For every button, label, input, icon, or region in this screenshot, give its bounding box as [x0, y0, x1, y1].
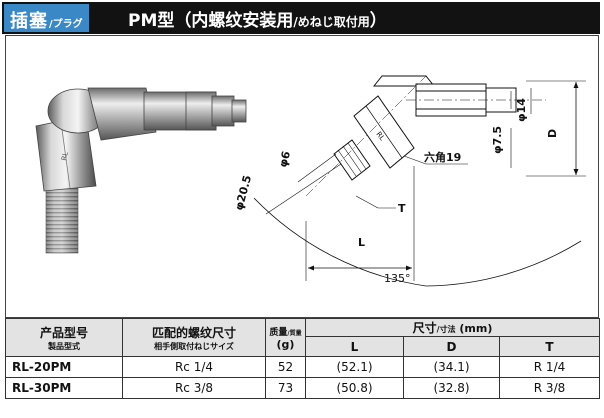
label-hex: 六角19	[424, 150, 461, 164]
cell-thread: Rc 3/8	[122, 377, 266, 399]
label-l: L	[358, 236, 365, 249]
label-dia7-5: φ7.5	[491, 126, 504, 154]
header-mass: 质量/質量 (g)	[265, 318, 306, 357]
cell-d: (34.1)	[403, 356, 500, 378]
header-t: T	[498, 336, 601, 357]
cell-l: (52.1)	[305, 356, 404, 378]
title-close: ）	[369, 11, 387, 31]
header-dimensions: 尺寸/寸法 (mm)	[304, 318, 601, 337]
cell-thread: Rc 1/4	[122, 356, 266, 378]
cell-mass: 73	[265, 377, 306, 399]
page-title: PM型（内螺纹安装用 /めねじ取付用 ）	[128, 6, 387, 31]
cell-d: (32.8)	[403, 377, 500, 399]
table-row: RL-20PM Rc 1/4 52 (52.1) (34.1) R 1/4	[5, 356, 601, 378]
category-main: 插塞	[10, 11, 48, 32]
label-d: D	[546, 129, 559, 138]
header-d: D	[403, 336, 500, 357]
cell-model: RL-20PM	[5, 356, 123, 378]
cell-mass: 52	[265, 356, 306, 378]
category-sub: /プラグ	[49, 19, 83, 30]
header-l: L	[305, 336, 404, 357]
label-angle: 135°	[384, 272, 411, 285]
cell-l: (50.8)	[305, 377, 404, 399]
title-sub: /めねじ取付用	[293, 15, 370, 29]
technical-drawing: RL	[253, 75, 586, 287]
label-dia14: φ14	[515, 98, 528, 122]
fitting-photo: RL	[35, 87, 247, 254]
title-main: PM型（内螺纹安装用	[128, 11, 294, 31]
spec-table: 产品型号 製品型式 匹配的螺纹尺寸 相手側取付ねじサイズ 质量/質量 (g) 尺…	[5, 318, 601, 399]
svg-text:RL: RL	[374, 130, 386, 142]
svg-text:RL: RL	[60, 151, 70, 161]
category-tag: 插塞 /プラグ	[4, 4, 89, 32]
header-model: 产品型号 製品型式	[5, 318, 123, 357]
cell-t: R 3/8	[498, 377, 601, 399]
label-t: T	[398, 202, 406, 215]
table-row: RL-30PM Rc 3/8 73 (50.8) (32.8) R 3/8	[5, 377, 601, 399]
product-illustration: RL	[35, 75, 586, 287]
cell-t: R 1/4	[498, 356, 601, 378]
header-bar	[2, 2, 600, 34]
label-dia20-5: φ20.5	[232, 174, 254, 212]
header-thread: 匹配的螺纹尺寸 相手側取付ねじサイズ	[122, 318, 266, 357]
label-dia6: φ6	[276, 149, 293, 168]
cell-model: RL-30PM	[5, 377, 123, 399]
diagram-panel: RL	[5, 35, 599, 318]
